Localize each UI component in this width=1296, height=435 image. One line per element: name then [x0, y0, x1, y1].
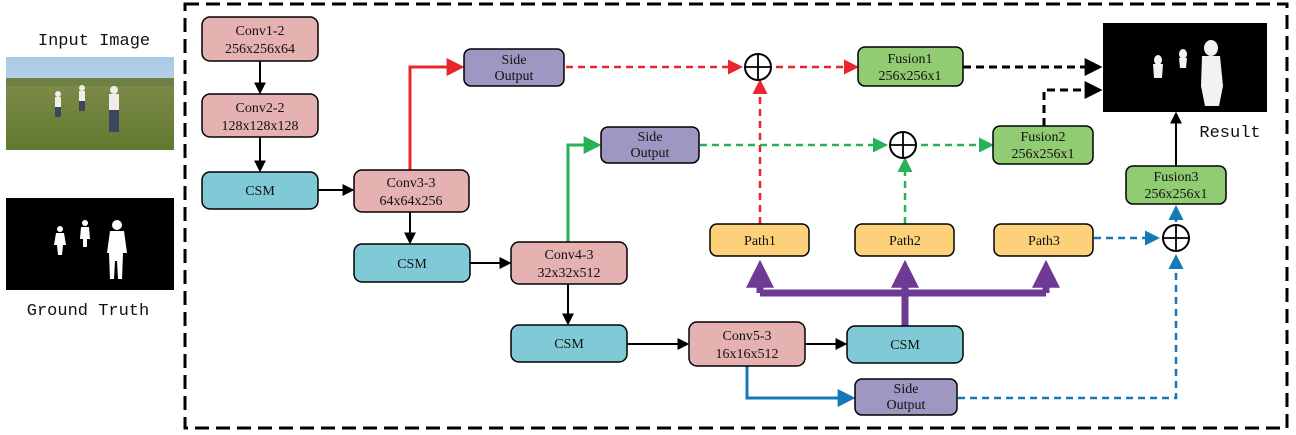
- csm-block-3: CSM: [510, 324, 628, 363]
- path3-block: Path3: [993, 223, 1094, 257]
- csm-3-label: CSM: [554, 337, 584, 352]
- csm-4-label: CSM: [890, 338, 920, 353]
- fusion1-size: 256x256x1: [879, 69, 942, 84]
- result-label: Result: [1199, 124, 1260, 143]
- fusion2-block: Fusion2 256x256x1: [992, 125, 1094, 165]
- result-image: [1103, 23, 1267, 112]
- side-output-2-line1: Side: [638, 130, 663, 145]
- side-output-3: Side Output: [854, 378, 958, 416]
- sum-node-3: [1162, 224, 1190, 252]
- conv2-2-size: 128x128x128: [222, 119, 299, 134]
- fusion1-block: Fusion1 256x256x1: [857, 46, 964, 87]
- input-image: [6, 57, 174, 150]
- ground-truth-image: [6, 198, 174, 290]
- path2-block: Path2: [854, 223, 955, 257]
- fusion3-size: 256x256x1: [1145, 187, 1208, 202]
- input-image-label: Input Image: [38, 32, 150, 51]
- csm-block-4: CSM: [846, 325, 964, 364]
- conv1-2-name: Conv1-2: [236, 24, 285, 39]
- path2-label: Path2: [889, 234, 921, 249]
- csm-2-label: CSM: [397, 257, 427, 272]
- purple-fanout: [746, 259, 1060, 326]
- conv2-2-name: Conv2-2: [236, 101, 285, 116]
- side-output-1: Side Output: [463, 48, 565, 87]
- conv5-3-size: 16x16x512: [716, 347, 779, 362]
- side-output-2: Side Output: [600, 126, 700, 164]
- network-frame: [183, 2, 1289, 430]
- black-connections: [254, 61, 1182, 350]
- side-output-1-line1: Side: [502, 53, 527, 68]
- path1-block: Path1: [709, 223, 810, 257]
- ground-truth-label: Ground Truth: [27, 302, 149, 321]
- conv4-3-size: 32x32x512: [538, 266, 601, 281]
- sum-node-1: [744, 53, 772, 81]
- csm-block-2: CSM: [353, 243, 471, 283]
- side-output-2-line2: Output: [631, 146, 670, 161]
- csm-block-1: CSM: [201, 171, 319, 210]
- green-branch: [566, 136, 994, 242]
- conv3-3-name: Conv3-3: [387, 176, 436, 191]
- side-output-3-line2: Output: [887, 398, 926, 413]
- conv1-2-size: 256x256x64: [225, 42, 295, 57]
- path3-label: Path3: [1028, 234, 1060, 249]
- fusion2-size: 256x256x1: [1012, 147, 1075, 162]
- arrow-fusion2-result: [1042, 81, 1103, 126]
- conv3-3-block: Conv3-3 64x64x256: [353, 169, 470, 213]
- conv5-3-name: Conv5-3: [723, 329, 772, 344]
- conv5-3-block: Conv5-3 16x16x512: [688, 321, 806, 367]
- side-output-1-line2: Output: [495, 69, 534, 84]
- fusion2-name: Fusion2: [1020, 130, 1065, 145]
- fusion1-name: Fusion1: [887, 52, 932, 67]
- conv4-3-block: Conv4-3 32x32x512: [510, 241, 628, 285]
- side-output-3-line1: Side: [894, 382, 919, 397]
- path1-label: Path1: [744, 234, 776, 249]
- conv2-2-block: Conv2-2 128x128x128: [201, 93, 319, 138]
- csm-1-label: CSM: [245, 184, 275, 199]
- fusion3-name: Fusion3: [1153, 170, 1198, 185]
- blue-branch: [745, 205, 1184, 407]
- conv4-3-name: Conv4-3: [545, 248, 594, 263]
- fusion3-block: Fusion3 256x256x1: [1125, 165, 1227, 205]
- sum-node-2: [889, 131, 917, 159]
- red-branch: [408, 58, 859, 224]
- conv1-2-block: Conv1-2 256x256x64: [201, 16, 319, 62]
- conv3-3-size: 64x64x256: [380, 194, 443, 209]
- black-dashed-connections: [963, 58, 1103, 126]
